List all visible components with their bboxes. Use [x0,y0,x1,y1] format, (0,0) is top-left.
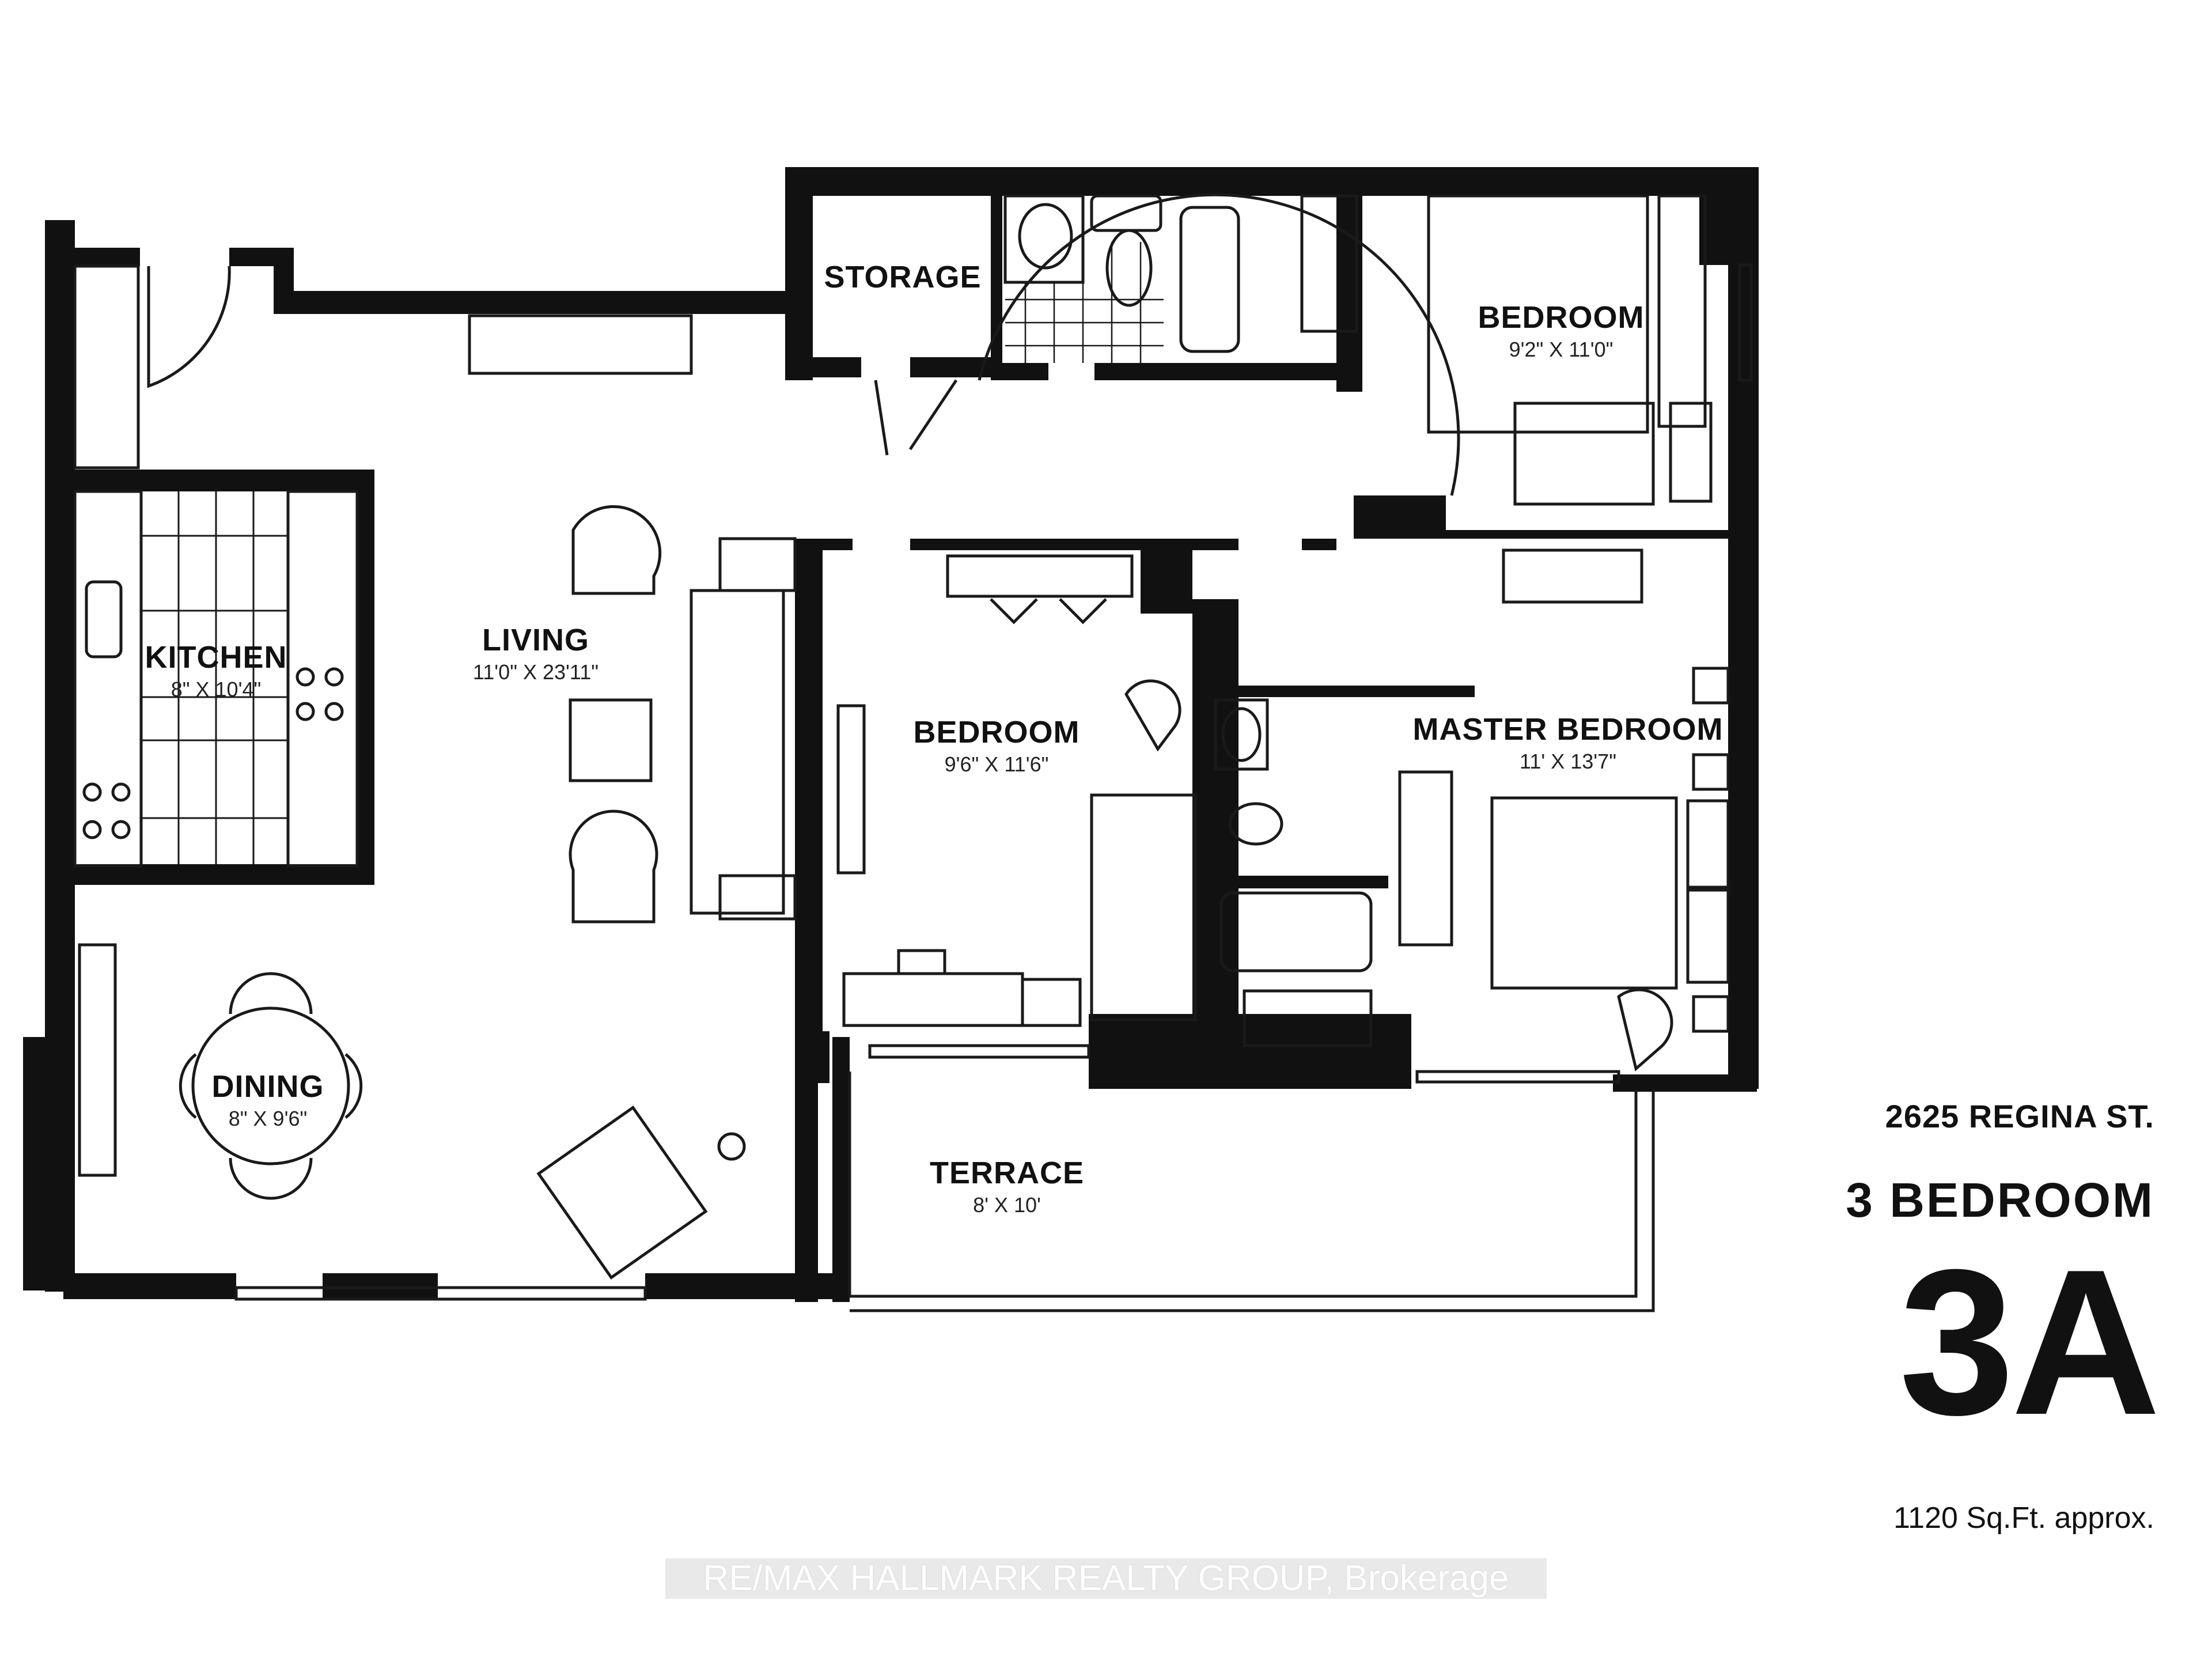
property-address: 2625 REGINA ST. [1885,1098,2154,1134]
room-name: KITCHEN [145,640,287,675]
room-label-storage: STORAGE [824,259,981,295]
room-name: LIVING [482,623,590,657]
room-label-bedroom-3: BEDROOM 9'6" X 11'6" [914,714,1080,777]
room-dimensions: 9'6" X 11'6" [944,752,1049,776]
room-name: STORAGE [824,260,982,294]
room-label-kitchen: KITCHEN 8" X 10'4" [145,639,287,702]
room-name: DINING [211,1069,324,1104]
room-label-dining: DINING 8" X 9'6" [212,1069,324,1131]
room-dimensions: 9'2" X 11'0" [1509,338,1613,361]
room-dimensions: 11'0" X 23'11" [472,660,599,684]
exterior-walls [23,167,1759,1302]
room-dimensions: 8" X 10'4" [171,678,262,701]
room-name: BEDROOM [1478,300,1645,335]
room-name: BEDROOM [913,715,1080,750]
room-name: MASTER BEDROOM [1412,712,1724,747]
room-dimensions: 8' X 10' [973,1193,1041,1217]
brokerage-watermark: RE/MAX HALLMARK REALTY GROUP, Brokerage [665,1558,1547,1599]
unit-area: 1120 Sq.Ft. approx. [1893,1501,2154,1535]
room-label-living: LIVING 11'0" X 23'11" [473,622,599,684]
unit-code: 3A [1899,1227,2161,1458]
room-label-bedroom-2: BEDROOM 9'2" X 11'0" [1478,300,1645,362]
unit-type: 3 BEDROOM [1846,1173,2154,1227]
room-name: TERRACE [929,1156,1085,1190]
room-dimensions: 8" X 9'6" [228,1107,308,1130]
room-label-master-bedroom: MASTER BEDROOM 11' X 13'7" [1413,711,1724,774]
room-label-terrace: TERRACE 8' X 10' [930,1155,1084,1217]
fixtures-and-furniture [73,193,1753,1312]
room-dimensions: 11' X 13'7" [1520,750,1616,773]
